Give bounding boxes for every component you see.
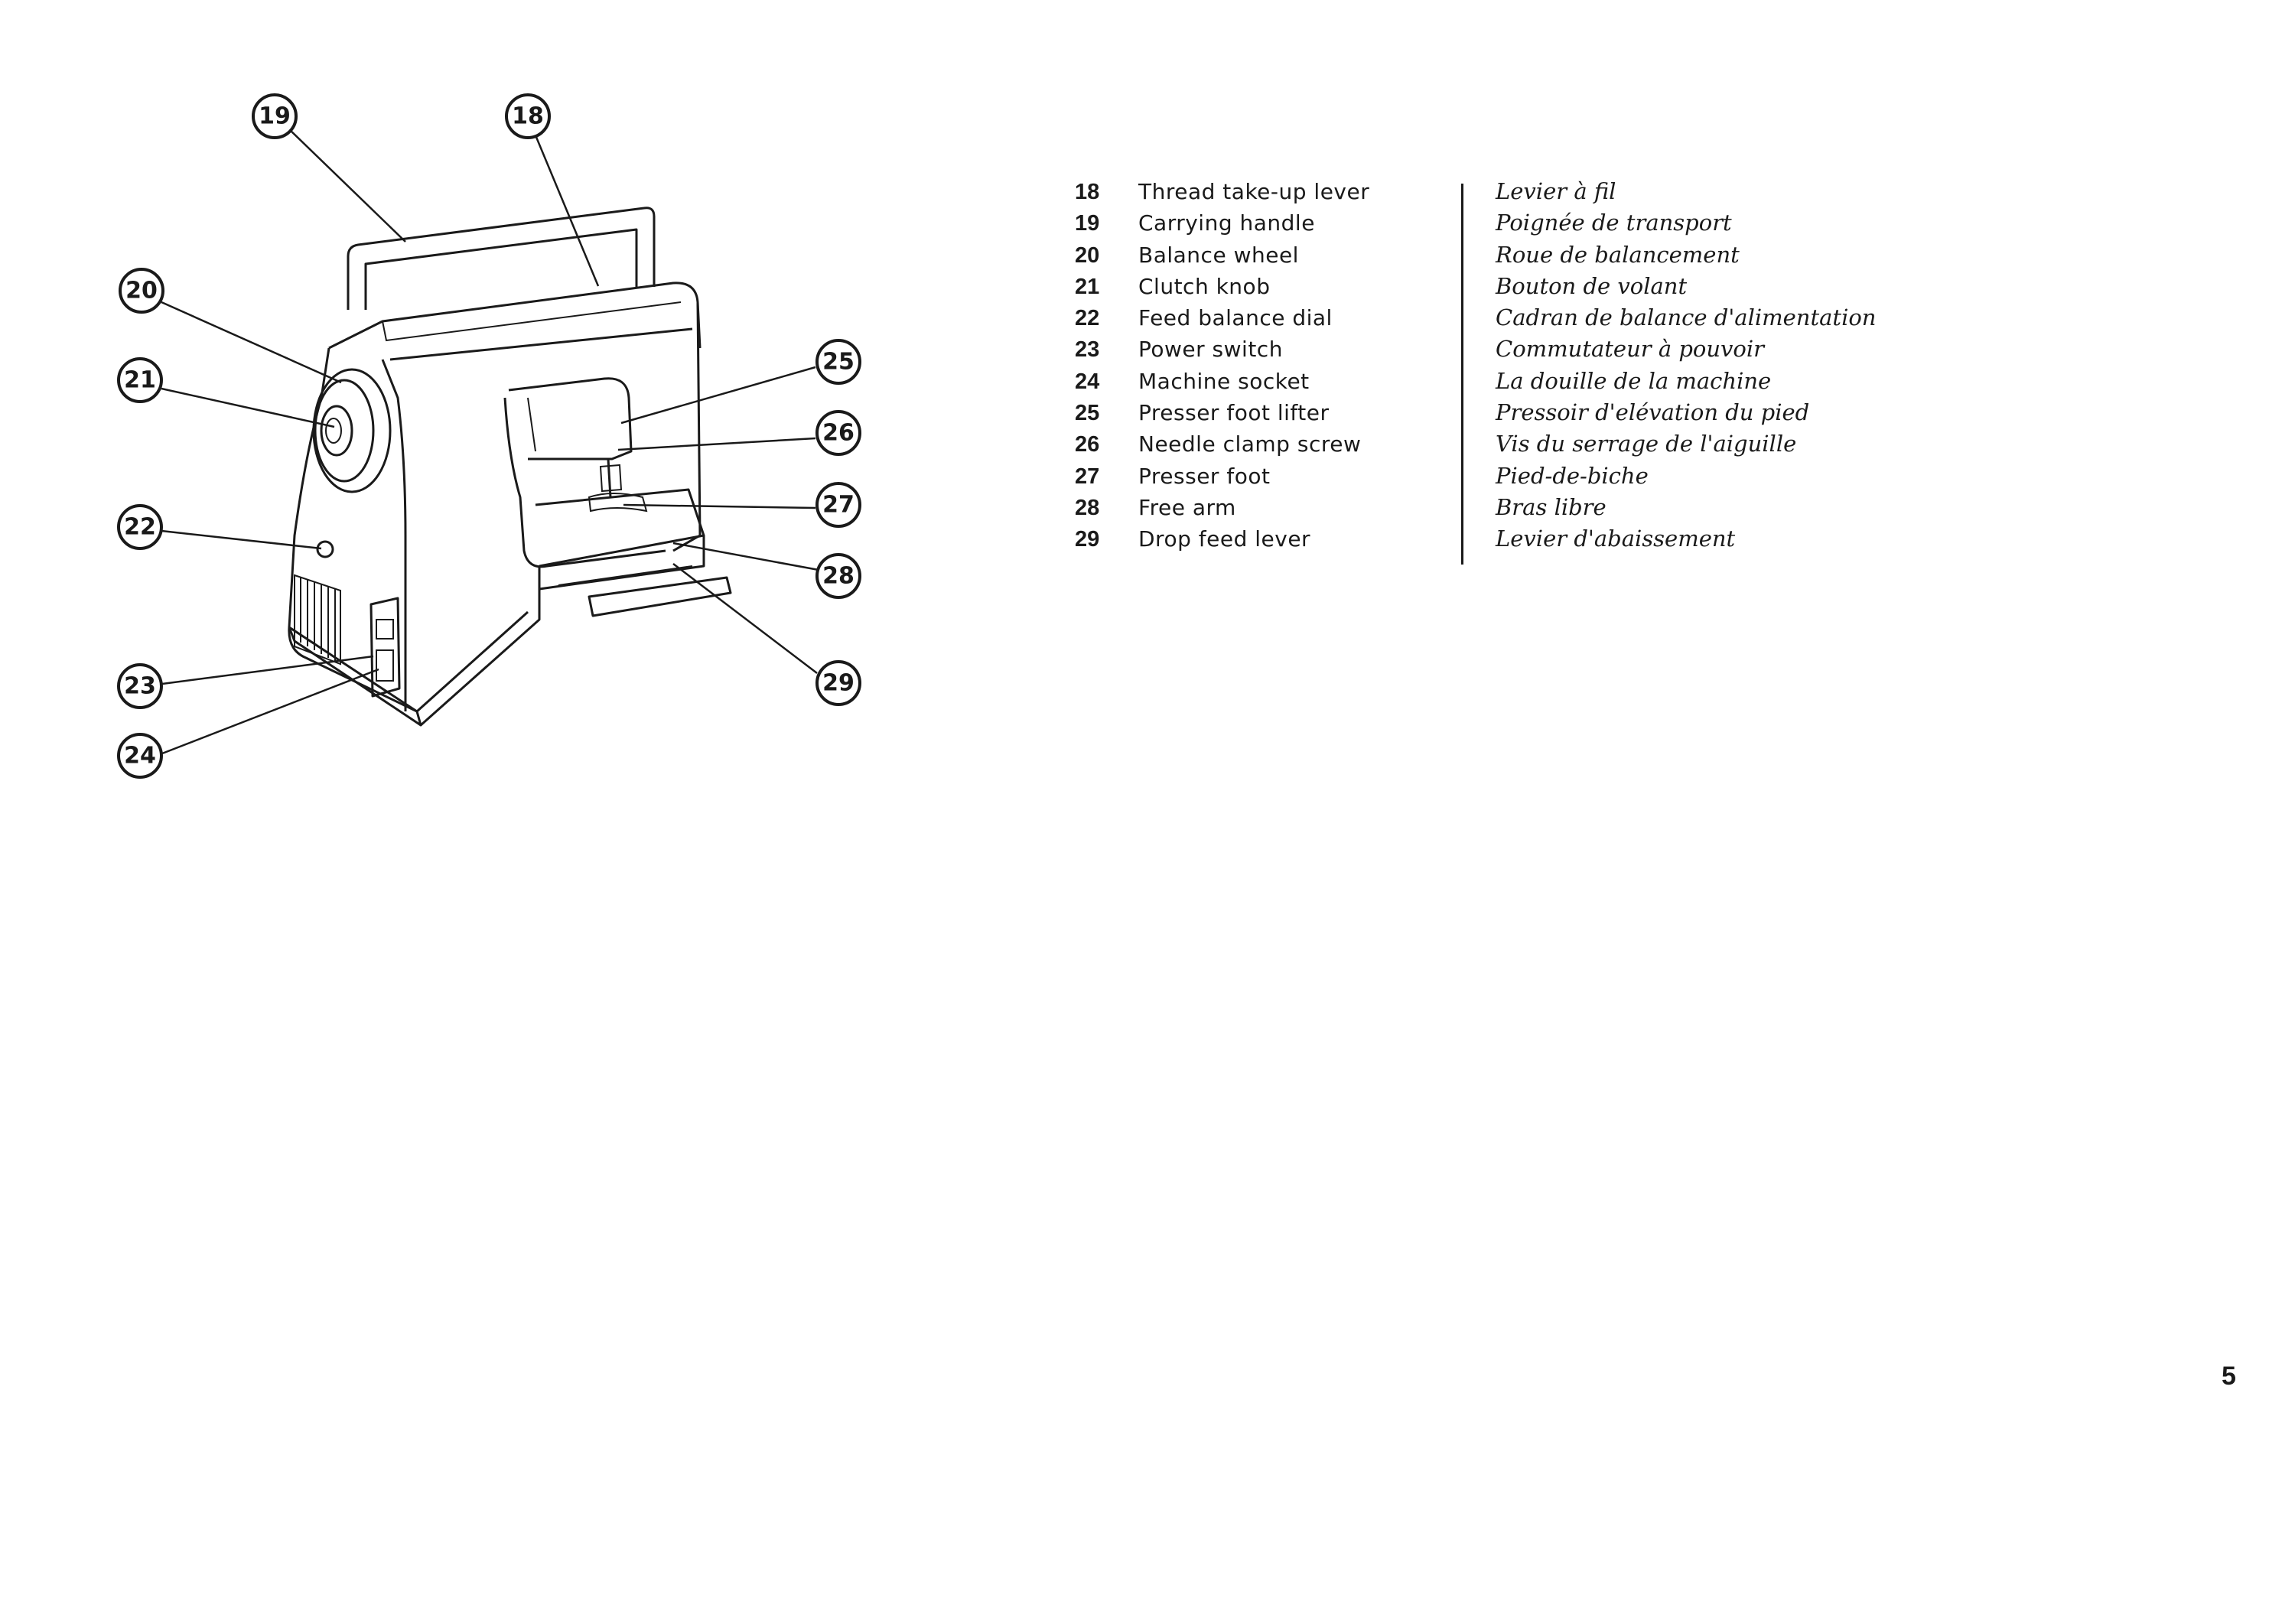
part-number: 23 [1075,337,1100,363]
part-name-french: Commutateur à pouvoir [1496,336,1765,363]
callout-24: 24 [117,733,163,779]
sewing-machine-diagram: 19 18 20 21 22 23 24 25 26 27 28 29 [117,93,861,779]
part-name-english: Needle clamp screw [1138,431,1362,457]
part-name-french: Levier à fil [1496,178,1616,204]
part-name-french: Vis du serrage de l'aiguille [1496,431,1797,457]
svg-text:22: 22 [124,514,156,541]
svg-text:19: 19 [259,103,291,130]
part-number: 26 [1075,432,1100,457]
parts-list: 18 Thread take-up lever Levier à fil 19 … [1075,178,1876,558]
part-name-english: Carrying handle [1138,210,1315,236]
svg-text:29: 29 [822,670,855,697]
parts-row: 19 Carrying handle Poignée de transport [1075,210,1876,241]
part-name-english: Clutch knob [1138,273,1271,299]
callout-21: 21 [117,357,163,403]
machine-illustration [288,207,732,727]
callout-22: 22 [117,504,163,550]
part-name-english: Presser foot lifter [1138,400,1330,426]
callout-26: 26 [815,410,861,456]
svg-text:20: 20 [125,278,158,304]
svg-text:18: 18 [512,103,544,130]
part-name-english: Balance wheel [1138,242,1299,268]
callout-18: 18 [505,93,551,139]
callout-23: 23 [117,663,163,709]
part-number: 28 [1075,495,1100,520]
parts-row: 18 Thread take-up lever Levier à fil [1075,178,1876,210]
part-name-french: Pressoir d'elévation du pied [1496,399,1810,426]
svg-text:23: 23 [124,673,156,700]
callout-20: 20 [119,268,164,314]
parts-row: 21 Clutch knob Bouton de volant [1075,273,1876,304]
callout-28: 28 [815,553,861,599]
callout-19: 19 [252,93,298,139]
callout-25: 25 [815,339,861,385]
part-number: 25 [1075,401,1100,426]
parts-row: 24 Machine socket La douille de la machi… [1075,368,1876,399]
part-number: 19 [1075,211,1100,236]
part-name-english: Machine socket [1138,368,1310,394]
part-number: 29 [1075,527,1100,552]
part-name-english: Thread take-up lever [1138,179,1370,204]
part-name-french: Pied-de-biche [1496,462,1649,489]
part-name-english: Drop feed lever [1138,526,1311,552]
svg-text:28: 28 [822,563,855,590]
part-number: 21 [1075,274,1100,299]
parts-row: 29 Drop feed lever Levier d'abaissement [1075,526,1876,557]
leader-lines [161,128,819,755]
part-name-english: Power switch [1138,337,1283,363]
part-name-french: La douille de la machine [1496,367,1772,394]
parts-row: 20 Balance wheel Roue de balancement [1075,242,1876,273]
part-name-english: Free arm [1138,494,1236,520]
parts-row: 25 Presser foot lifter Pressoir d'elévat… [1075,399,1876,431]
part-number: 22 [1075,306,1100,331]
parts-row: 27 Presser foot Pied-de-biche [1075,463,1876,494]
part-number: 20 [1075,242,1100,268]
part-name-french: Roue de balancement [1496,241,1740,268]
part-name-french: Poignée de transport [1496,210,1732,236]
part-name-french: Cadran de balance d'alimentation [1496,304,1877,331]
part-number: 18 [1075,180,1100,204]
svg-text:25: 25 [822,349,855,376]
page-number: 5 [2222,1362,2236,1391]
svg-text:24: 24 [124,743,156,770]
part-name-french: Levier d'abaissement [1496,526,1736,552]
callout-27: 27 [815,482,861,528]
part-number: 27 [1075,464,1100,489]
parts-row: 22 Feed balance dial Cadran de balance d… [1075,304,1876,336]
part-name-french: Bouton de volant [1496,272,1688,299]
parts-row: 23 Power switch Commutateur à pouvoir [1075,336,1876,367]
part-name-english: Feed balance dial [1138,305,1333,331]
part-name-english: Presser foot [1138,463,1271,489]
callout-29: 29 [815,660,861,706]
parts-row: 26 Needle clamp screw Vis du serrage de … [1075,431,1876,462]
svg-text:27: 27 [822,492,855,519]
svg-text:26: 26 [822,420,855,447]
part-number: 24 [1075,369,1100,394]
column-divider [1461,184,1463,565]
svg-text:21: 21 [124,367,156,394]
parts-row: 28 Free arm Bras libre [1075,494,1876,526]
part-name-french: Bras libre [1496,493,1606,520]
